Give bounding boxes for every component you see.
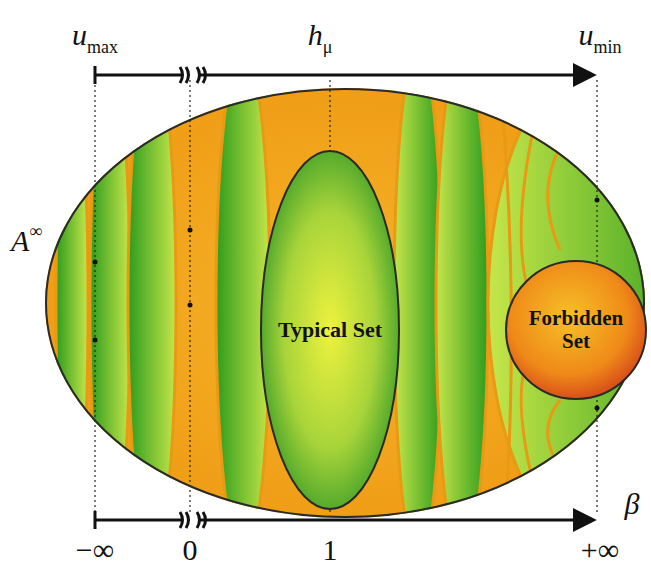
outline-shape [261, 151, 399, 509]
symbol: u [72, 18, 87, 51]
subscript: min [593, 37, 621, 57]
top-axis [95, 66, 592, 84]
tick-label: −∞ [76, 535, 114, 565]
set-label: Typical Set [278, 318, 382, 342]
tick-label: +∞ [581, 535, 619, 565]
subscript: max [87, 37, 118, 57]
subscript: μ [323, 37, 333, 57]
tick-label: 0 [183, 535, 198, 565]
symbol: A [11, 224, 29, 257]
state-space-ellipse: A∞Typical SetForbidden Set [45, 88, 645, 518]
superscript: ∞ [29, 221, 42, 241]
forbidden-set-circle: Forbidden Set [505, 260, 647, 400]
bands [56, 48, 651, 558]
axis-label: umin [578, 20, 621, 55]
symbol: h [308, 18, 323, 51]
axis-label: hμ [308, 20, 333, 55]
outline-shape [506, 261, 646, 399]
region-label: A∞ [11, 222, 42, 257]
symbol: u [578, 18, 593, 51]
set-label: Forbidden Set [513, 307, 639, 353]
tick-label: 1 [323, 535, 338, 565]
axis-label: umax [72, 20, 118, 55]
bottom-axis [95, 511, 592, 529]
typical-set-ellipse: Typical Set [260, 150, 400, 510]
axis-label: β [625, 489, 640, 519]
